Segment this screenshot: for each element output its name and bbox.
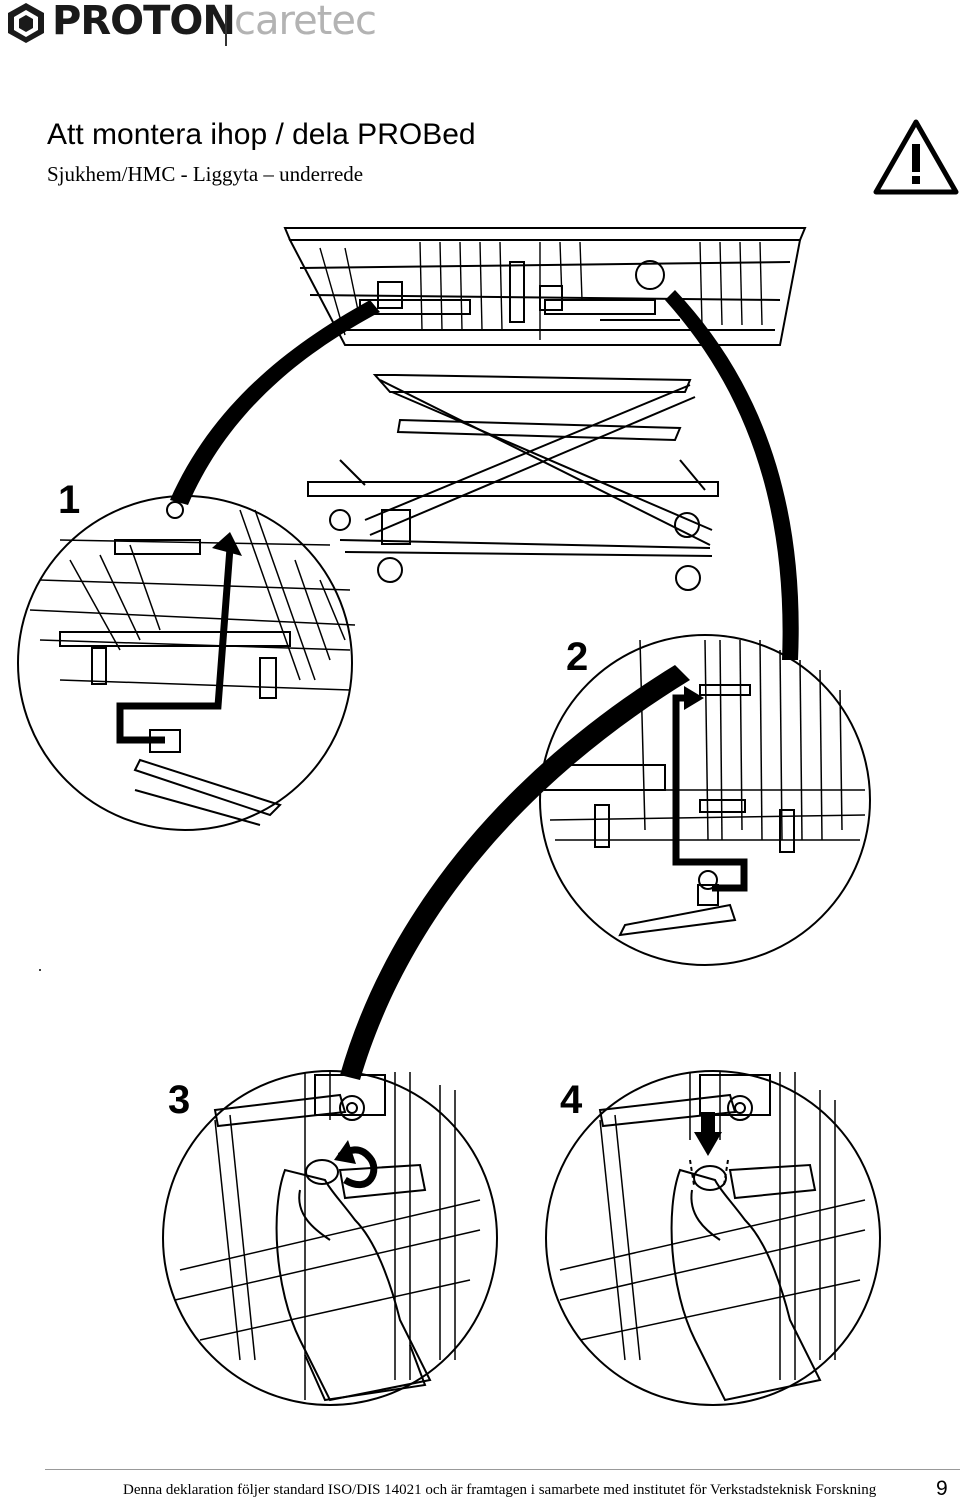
warning-triangle-icon — [873, 119, 959, 195]
step-2-detail — [539, 634, 871, 966]
step-number-1: 1 — [58, 478, 80, 522]
step-number-4: 4 — [560, 1078, 583, 1122]
page-title: Att montera ihop / dela PROBed — [47, 118, 476, 151]
page-number: 9 — [936, 1477, 948, 1500]
footer-declaration: Denna deklaration följer standard ISO/DI… — [123, 1482, 877, 1498]
step-4-detail — [545, 1070, 881, 1406]
logo-sub-text: caretec — [234, 0, 377, 44]
footer-divider — [45, 1469, 960, 1470]
step-1-detail — [17, 495, 356, 831]
step-number-2: 2 — [566, 635, 588, 679]
page-subtitle: Sjukhem/HMC - Liggyta – underrede — [47, 162, 364, 186]
logo-brand-text: PROTON — [52, 0, 236, 44]
company-logo: PROTON caretec — [6, 0, 386, 46]
step-number-3: 3 — [168, 1078, 190, 1122]
connector-arrows — [170, 290, 799, 1080]
hexagon-logo-icon — [8, 3, 44, 43]
bed-base-frame-drawing — [307, 374, 719, 591]
step-3-detail — [162, 1070, 498, 1406]
assembly-illustration: 1 2 3 4 — [17, 227, 881, 1406]
bed-lying-surface-drawing — [283, 227, 807, 346]
logo-separator — [225, 6, 227, 46]
